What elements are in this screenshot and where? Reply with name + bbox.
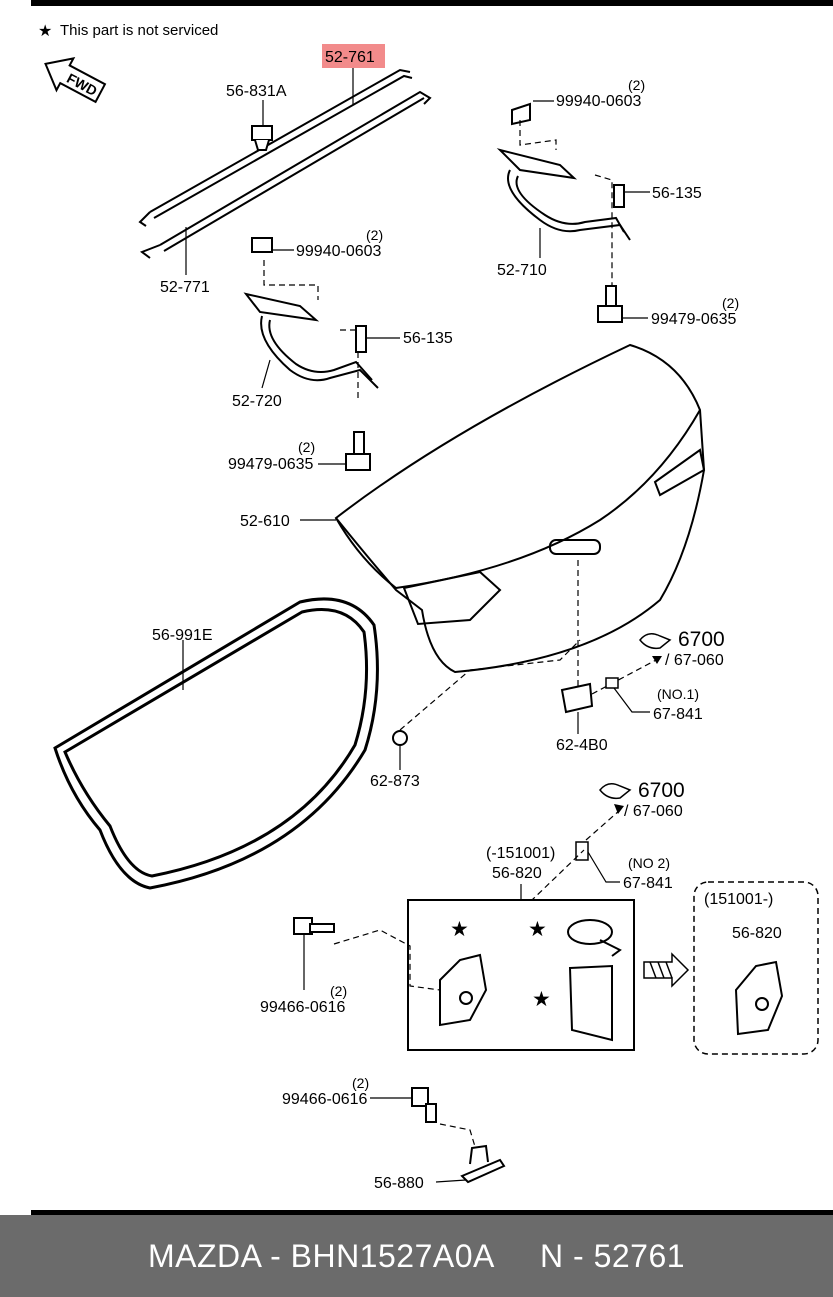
bolt-99466-0616-upper-icon (293, 917, 335, 935)
connector-icon (639, 633, 672, 650)
switch-62-4b0-icon (560, 682, 594, 714)
part-label-56-135-right[interactable]: 56-135 (652, 185, 702, 202)
weatherstrip-56-991e (53, 597, 379, 890)
hinge-52-720 (243, 292, 379, 389)
legend: ★ This part is not serviced (38, 22, 218, 40)
qty-99940-0603-right: (2) (628, 77, 645, 93)
torsion-bar-52-761 (138, 68, 413, 227)
part-label-67-841-no2[interactable]: 67-841 (623, 875, 673, 892)
clip-56-831a-icon (251, 125, 273, 151)
part-label-56-820-before[interactable]: 56-820 (492, 865, 542, 882)
legend-star-icon: ★ (38, 23, 52, 40)
label-no1: (NO.1) (657, 686, 699, 702)
legend-text: This part is not serviced (60, 22, 218, 39)
label-no2: (NO 2) (628, 855, 670, 871)
part-label-62-873[interactable]: 62-873 (370, 773, 420, 790)
part-label-99466-0616-upper[interactable]: 99466-0616 (260, 999, 346, 1016)
parts-diagram: ★ This part is not serviced FWD 52-761 5… (38, 22, 819, 1192)
bolt-99479-0635-left-icon (345, 431, 371, 471)
qty-99466-0616-upper: (2) (330, 983, 347, 999)
arrow-icon (652, 656, 662, 664)
leader (261, 359, 271, 389)
qty-99466-0616-lower: (2) (352, 1075, 369, 1091)
dashed-guide (333, 929, 441, 991)
part-label-52-610[interactable]: 52-610 (240, 513, 290, 530)
star-icon: ★ (532, 988, 551, 1011)
dashed-guide (340, 329, 359, 400)
star-icon: ★ (450, 918, 469, 941)
hatched-arrow-icon (643, 952, 690, 988)
part-label-99479-0635-left[interactable]: 99479-0635 (228, 456, 314, 473)
part-label-99466-0616-lower[interactable]: 99466-0616 (282, 1091, 368, 1108)
part-label-6700-bottom[interactable]: 6700 (638, 779, 685, 802)
clip-62-873-icon (392, 730, 408, 746)
part-label-67-060-top[interactable]: / 67-060 (665, 652, 724, 669)
leader (613, 687, 650, 713)
highlight-box (322, 44, 385, 68)
bolt-99479-0635-right-icon (597, 285, 623, 323)
bolt-56-135-left-icon (355, 325, 367, 353)
part-label-56-135-left[interactable]: 56-135 (403, 330, 453, 347)
part-label-6700-top[interactable]: 6700 (678, 628, 725, 651)
part-label-52-761[interactable]: 52-761 (325, 49, 375, 66)
part-label-52-710[interactable]: 52-710 (497, 262, 547, 279)
part-label-67-841-no1[interactable]: 67-841 (653, 706, 703, 723)
part-label-62-4b0[interactable]: 62-4B0 (556, 737, 608, 754)
footer-bar: MAZDA - BHN1527A0A N - 52761 (0, 1215, 833, 1297)
qty-99479-0635-left: (2) (298, 439, 315, 455)
star-icon: ★ (528, 918, 547, 941)
nut-99940-0603-left-icon (251, 237, 273, 253)
striker-56-880-icon (460, 1144, 506, 1184)
qty-99940-0603-left: (2) (366, 227, 383, 243)
bolt-56-135-icon (613, 184, 625, 208)
dashed-guide (439, 1123, 477, 1151)
dashed-guide (594, 174, 613, 290)
bolt-99466-0616-lower-icon (411, 1087, 437, 1123)
leader (435, 1179, 467, 1183)
torsion-bar-52-771 (139, 90, 432, 259)
label-sheet-icon (568, 964, 613, 1042)
part-label-52-771[interactable]: 52-771 (160, 279, 210, 296)
hinge-52-710 (496, 102, 631, 241)
connector-67-841-no1-icon (605, 677, 619, 689)
part-label-52-720[interactable]: 52-720 (232, 393, 282, 410)
part-label-67-060-bottom[interactable]: / 67-060 (624, 803, 683, 820)
part-label-99940-0603-left[interactable]: 99940-0603 (296, 243, 382, 260)
dashed-guide (591, 659, 657, 695)
trunk-lid-52-610 (334, 343, 706, 674)
part-label-56-820-after[interactable]: 56-820 (732, 925, 782, 942)
dashed-guide (519, 120, 557, 150)
label-range-after: (151001-) (704, 891, 773, 908)
connector-67-841-no2-icon (575, 841, 589, 861)
connector-icon (599, 783, 632, 800)
latch-56-820-alt-icon (734, 960, 784, 1036)
arrow-icon (614, 804, 624, 814)
latch-56-820-icon (439, 953, 488, 1027)
part-label-99479-0635-right[interactable]: 99479-0635 (651, 311, 737, 328)
qty-99479-0635-right: (2) (722, 295, 739, 311)
part-label-99940-0603-right[interactable]: 99940-0603 (556, 93, 642, 110)
leader (587, 851, 620, 883)
cable-tie-icon (567, 919, 622, 957)
part-label-56-991e[interactable]: 56-991E (152, 627, 213, 644)
fwd-arrow-icon: FWD (44, 56, 107, 104)
part-label-56-880[interactable]: 56-880 (374, 1175, 424, 1192)
dashed-guide (263, 260, 319, 300)
part-label-56-831a[interactable]: 56-831A (226, 83, 287, 100)
footer-part-number: MAZDA - BHN1527A0A N - 52761 (147, 1237, 686, 1274)
label-range-before: (-151001) (486, 845, 555, 862)
bottom-border (31, 1210, 833, 1215)
dashed-guide (585, 809, 621, 841)
top-border (31, 0, 833, 6)
